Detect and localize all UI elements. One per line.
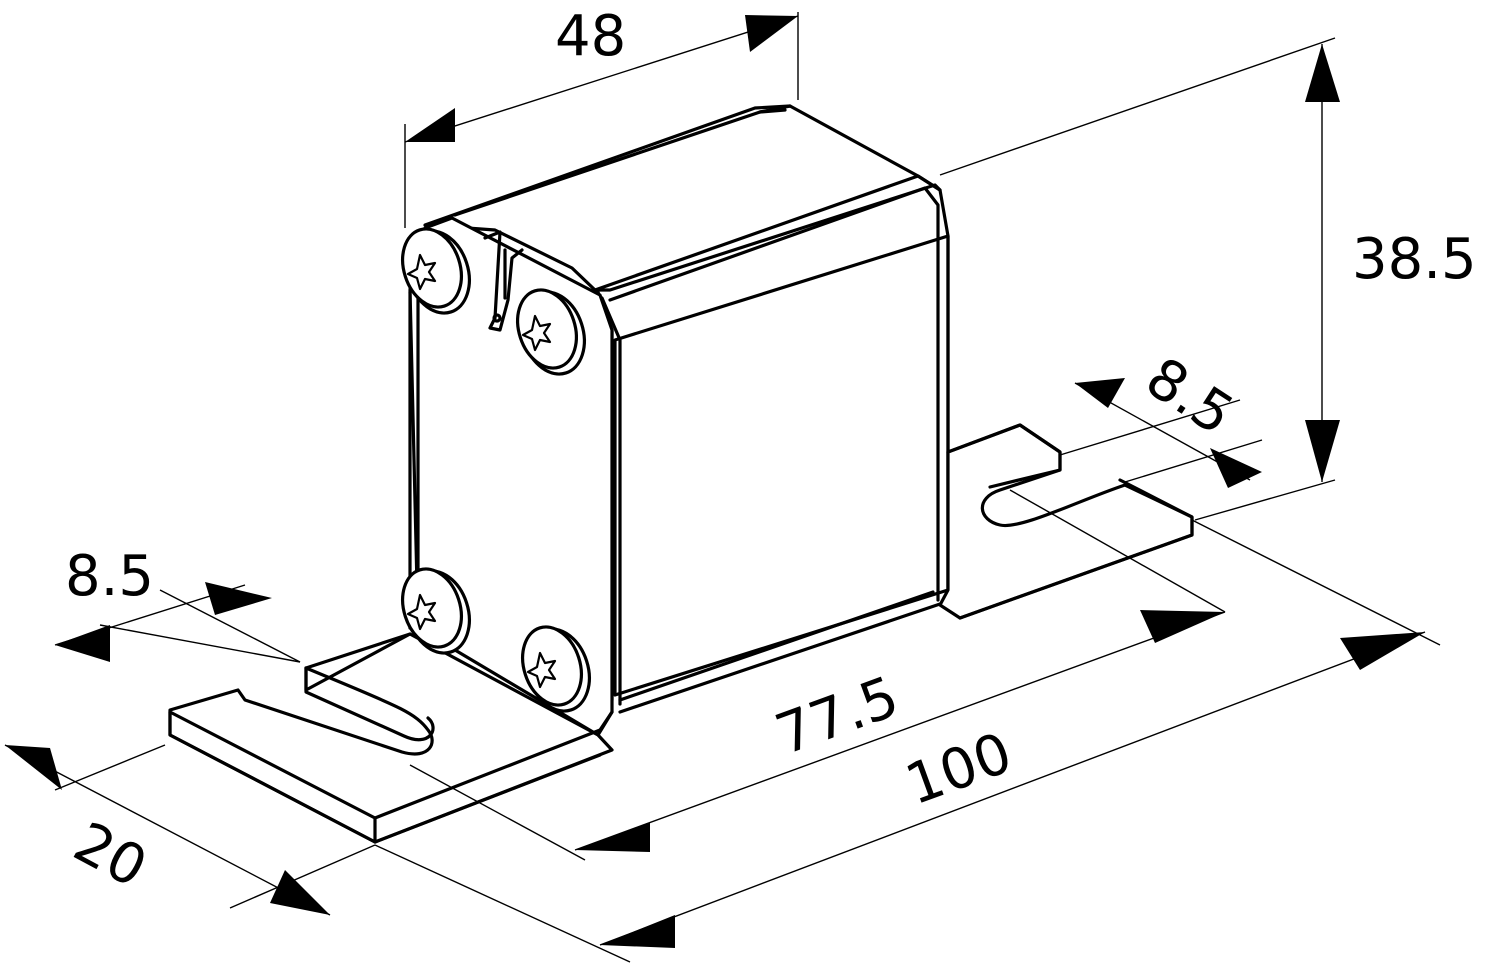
dim-overall-length-label: 100	[898, 721, 1021, 819]
screw-head-icon	[521, 625, 591, 713]
terminal-clip-icon	[483, 230, 524, 332]
dim-slot-right-label: 8.5	[1134, 345, 1244, 448]
dim-hole-spacing-label: 77.5	[768, 664, 907, 768]
screw-head-icon	[401, 227, 471, 315]
body-front-face	[613, 234, 950, 697]
screw-head-icon	[401, 567, 471, 655]
dim-width-top-label: 48	[555, 4, 626, 69]
dimension-arrow-icon	[5, 15, 1425, 948]
dim-height-right-label: 38.5	[1352, 227, 1477, 292]
dim-depth-left-label: 20	[63, 810, 156, 901]
fuse-body	[408, 104, 950, 737]
screw-head-icon	[516, 288, 586, 376]
dim-slot-left-label: 8.5	[65, 544, 154, 609]
left-mounting-tab	[168, 632, 614, 844]
